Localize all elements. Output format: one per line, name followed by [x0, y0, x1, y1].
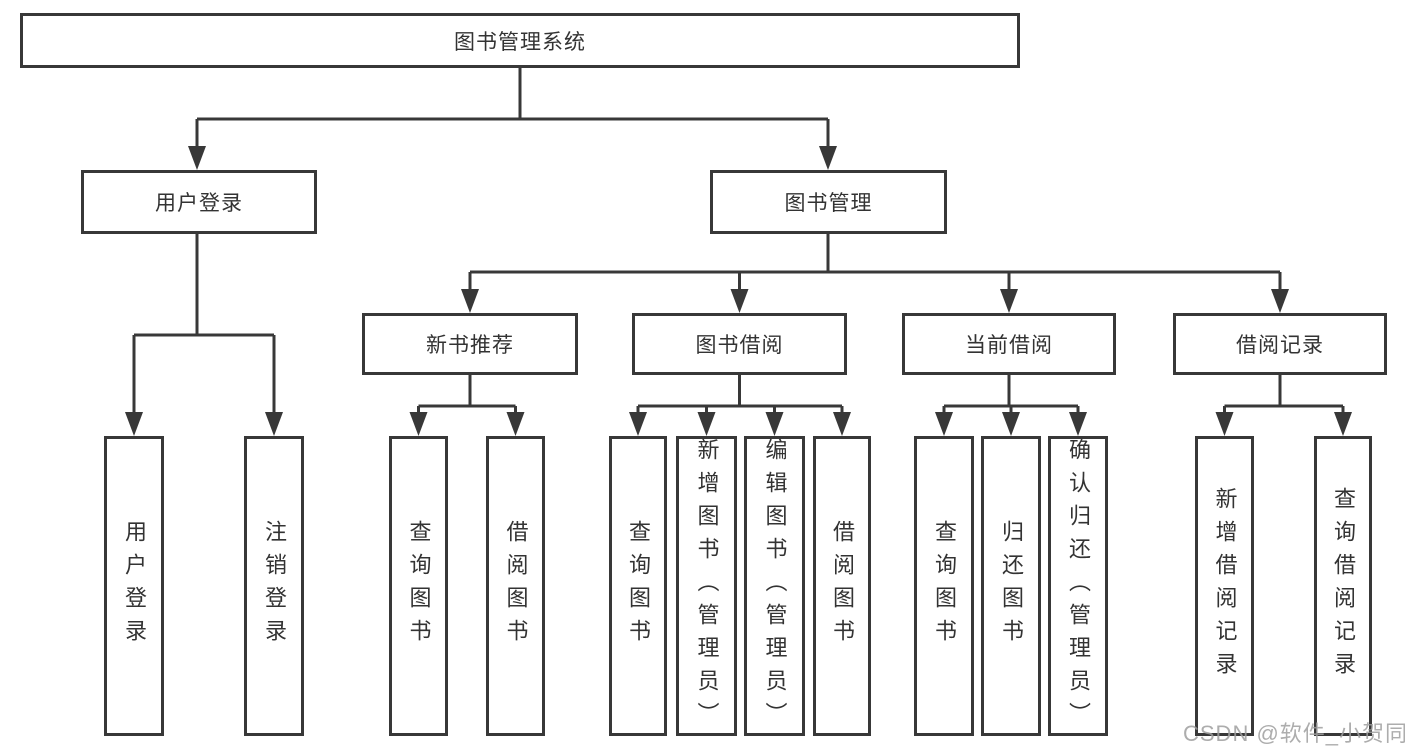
leaf-borrowing-add-books-admin: 新增图书（管理员）: [676, 436, 737, 736]
leaf-label: 新增图书（管理员）: [694, 437, 720, 735]
node-library-management-system: 图书管理系统: [20, 13, 1020, 68]
leaf-label: 归还图书: [999, 520, 1024, 652]
node-borrowing-records: 借阅记录: [1173, 313, 1387, 375]
node-new-book-recommend: 新书推荐: [362, 313, 578, 375]
node-user-login: 用户登录: [81, 170, 317, 234]
leaf-borrowing-query-books: 查询图书: [609, 436, 667, 736]
leaf-label: 新增借阅记录: [1212, 487, 1238, 685]
leaf-label: 查询图书: [626, 520, 651, 652]
leaf-current-confirm-return-admin: 确认归还（管理员）: [1048, 436, 1108, 736]
leaf-logout: 注销登录: [244, 436, 304, 736]
leaf-label: 确认归还（管理员）: [1066, 437, 1091, 735]
leaf-recommend-borrow-books: 借阅图书: [486, 436, 545, 736]
leaf-label: 借阅图书: [503, 520, 529, 652]
leaf-borrowing-borrow-books: 借阅图书: [813, 436, 871, 736]
leaf-label: 用户登录: [122, 520, 147, 652]
leaf-label: 注销登录: [262, 520, 287, 652]
leaf-label: 查询借阅记录: [1331, 487, 1356, 685]
leaf-borrowing-edit-books-admin: 编辑图书（管理员）: [744, 436, 805, 736]
leaf-recommend-query-books: 查询图书: [389, 436, 448, 736]
node-book-management: 图书管理: [710, 170, 947, 234]
node-current-borrowing: 当前借阅: [902, 313, 1116, 375]
leaf-label: 借阅图书: [830, 520, 855, 652]
leaf-label: 查询图书: [406, 520, 432, 652]
leaf-label: 编辑图书（管理员）: [762, 437, 788, 735]
leaf-records-add-record: 新增借阅记录: [1195, 436, 1254, 736]
arrowhead-icons: [125, 146, 1352, 436]
node-book-borrowing: 图书借阅: [632, 313, 847, 375]
leaf-label: 查询图书: [932, 520, 957, 652]
leaf-current-query-books: 查询图书: [914, 436, 974, 736]
watermark: CSDN @软件_小贺同学: [1183, 721, 1405, 746]
leaf-current-return-books: 归还图书: [981, 436, 1041, 736]
leaf-records-query-record: 查询借阅记录: [1314, 436, 1372, 736]
leaf-user-login: 用户登录: [104, 436, 164, 736]
